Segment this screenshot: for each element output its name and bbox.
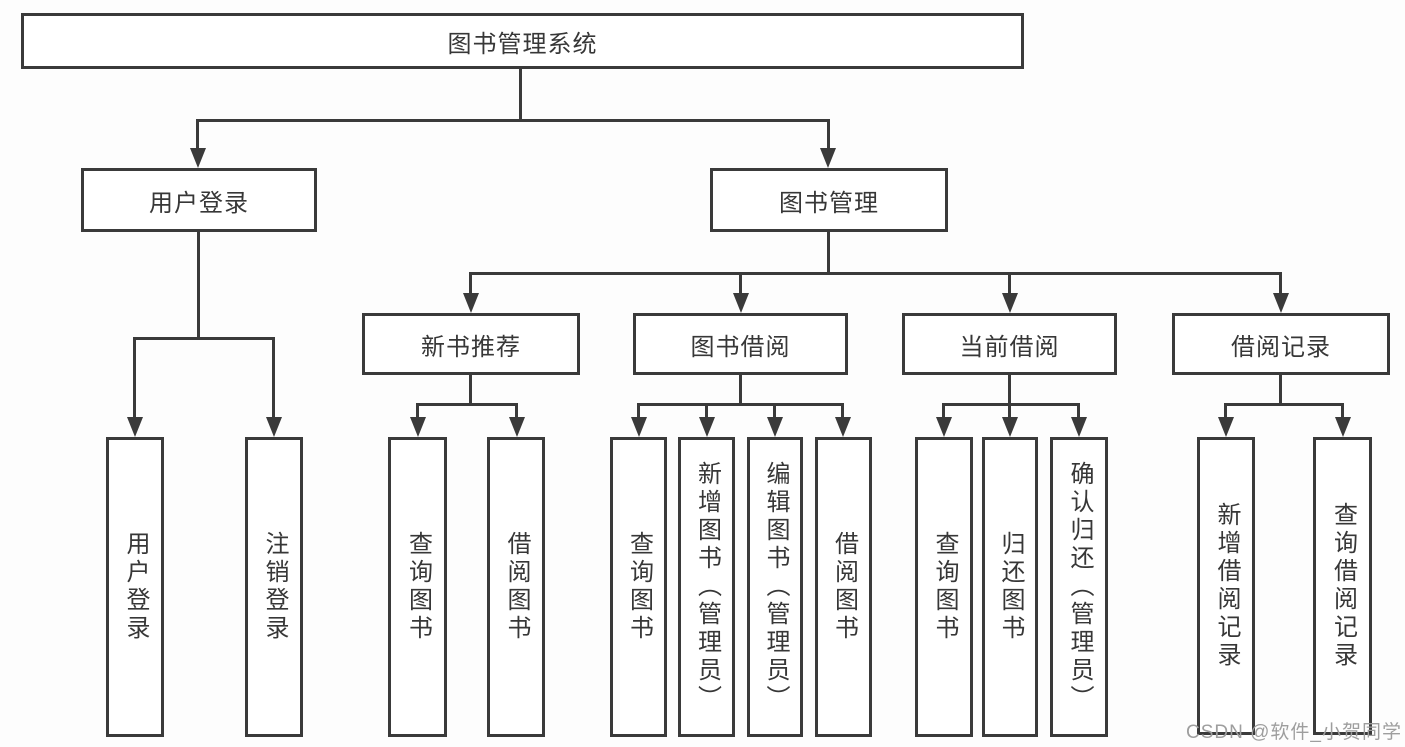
- arrow-to-leaf-logout: [266, 417, 282, 437]
- connector-drop-book-borrow: [739, 272, 742, 295]
- connector-root-crossbar: [197, 119, 830, 122]
- leaf-nbr-borrow-book-label: 借阅图书: [503, 531, 530, 643]
- leaf-nbr-borrow-book: 借阅图书: [487, 437, 545, 737]
- node-book-management-label: 图书管理: [779, 189, 879, 217]
- connector-new-book-recommend-stem: [469, 375, 472, 405]
- connector-new-book-recommend-crossbar: [416, 403, 518, 406]
- arrow-to-bb-query-book: [631, 417, 647, 437]
- leaf-cb-confirm-return-admin: 确认归还（管理员）: [1050, 437, 1108, 737]
- arrow-to-new-book-recommend: [463, 293, 479, 313]
- leaf-cb-return-book-label: 归还图书: [997, 531, 1024, 643]
- node-new-book-recommend-label: 新书推荐: [421, 333, 521, 361]
- leaf-br-add-record: 新增借阅记录: [1197, 437, 1255, 735]
- arrow-to-user-login: [190, 148, 206, 168]
- arrow-to-bb-borrow-book: [835, 417, 851, 437]
- leaf-nbr-query-book: 查询图书: [388, 437, 447, 737]
- node-root-library-management-system: 图书管理系统: [21, 13, 1024, 69]
- arrow-to-book-management: [820, 148, 836, 168]
- node-new-book-recommend: 新书推荐: [362, 313, 580, 375]
- leaf-bb-add-book-admin: 新增图书（管理员）: [678, 437, 735, 737]
- leaf-cb-query-book: 查询图书: [915, 437, 973, 737]
- arrow-to-br-query-record: [1335, 417, 1351, 437]
- connector-book-borrow-crossbar: [637, 403, 844, 406]
- leaf-user-login-label: 用户登录: [122, 531, 149, 643]
- leaf-br-query-record: 查询借阅记录: [1313, 437, 1372, 735]
- leaf-logout: 注销登录: [245, 437, 303, 737]
- leaf-bb-borrow-book-label: 借阅图书: [830, 531, 858, 643]
- node-borrow-records: 借阅记录: [1172, 313, 1390, 375]
- connector-drop-bb-query-book: [637, 403, 640, 419]
- leaf-bb-query-book: 查询图书: [610, 437, 667, 737]
- arrow-to-bb-add-book: [699, 417, 715, 437]
- arrow-to-leaf-user-login: [127, 417, 143, 437]
- connector-drop-bb-add-book: [705, 403, 708, 419]
- connector-book-management-stem: [827, 232, 830, 275]
- arrow-to-current-borrow: [1002, 293, 1018, 313]
- csdn-watermark: CSDN @软件_小贺同学: [1186, 722, 1402, 743]
- connector-drop-leaf-logout: [272, 337, 275, 419]
- connector-drop-bb-edit-book: [773, 403, 776, 419]
- connector-drop-bb-borrow-book: [841, 403, 844, 419]
- connector-current-borrow-crossbar: [942, 403, 1080, 406]
- connector-drop-borrow-records: [1279, 272, 1282, 295]
- leaf-bb-add-book-admin-label: 新增图书（管理员）: [693, 461, 721, 713]
- connector-drop-new-book-recommend: [469, 272, 472, 295]
- arrow-to-nbr-borrow-book: [509, 417, 525, 437]
- leaf-nbr-query-book-label: 查询图书: [404, 531, 432, 643]
- leaf-cb-query-book-label: 查询图书: [931, 531, 958, 643]
- node-user-login-label: 用户登录: [149, 189, 249, 217]
- arrow-to-cb-query-book: [936, 417, 952, 437]
- node-current-borrow: 当前借阅: [902, 313, 1117, 375]
- leaf-br-add-record-label: 新增借阅记录: [1213, 502, 1240, 670]
- connector-user-login-crossbar: [133, 337, 275, 340]
- leaf-user-login: 用户登录: [106, 437, 164, 737]
- connector-user-login-stem: [197, 232, 200, 339]
- arrow-to-cb-return-book: [1002, 417, 1018, 437]
- connector-drop-cb-confirm-return: [1077, 403, 1080, 419]
- connector-root-stem: [519, 69, 522, 121]
- leaf-bb-borrow-book: 借阅图书: [815, 437, 872, 737]
- leaf-bb-edit-book-admin: 编辑图书（管理员）: [747, 437, 803, 737]
- arrow-to-book-borrow: [733, 293, 749, 313]
- node-book-borrow: 图书借阅: [633, 313, 848, 375]
- connector-drop-current-borrow: [1008, 272, 1011, 295]
- arrow-to-nbr-query-book: [410, 417, 426, 437]
- connector-borrow-records-stem: [1279, 375, 1282, 405]
- arrow-to-cb-confirm-return: [1071, 417, 1087, 437]
- connector-drop-nbr-borrow-book: [515, 403, 518, 419]
- leaf-cb-confirm-return-admin-label: 确认归还（管理员）: [1066, 461, 1093, 713]
- connector-drop-book-management: [827, 119, 830, 151]
- node-book-borrow-label: 图书借阅: [690, 333, 791, 361]
- connector-drop-user-login: [196, 119, 199, 151]
- connector-drop-nbr-query-book: [416, 403, 419, 419]
- arrow-to-bb-edit-book: [767, 417, 783, 437]
- arrow-to-borrow-records: [1273, 293, 1289, 313]
- node-book-management: 图书管理: [710, 168, 948, 232]
- connector-book-management-crossbar: [469, 272, 1281, 275]
- leaf-bb-query-book-label: 查询图书: [625, 531, 653, 643]
- node-borrow-records-label: 借阅记录: [1231, 333, 1331, 361]
- node-user-login: 用户登录: [81, 168, 317, 232]
- leaf-bb-edit-book-admin-label: 编辑图书（管理员）: [762, 461, 789, 713]
- connector-borrow-records-crossbar: [1224, 403, 1342, 406]
- connector-current-borrow-stem: [1008, 375, 1011, 405]
- leaf-br-query-record-label: 查询借阅记录: [1329, 502, 1357, 670]
- connector-drop-cb-return-book: [1008, 403, 1011, 419]
- node-current-borrow-label: 当前借阅: [959, 333, 1060, 361]
- connector-drop-br-add-record: [1224, 403, 1227, 419]
- connector-drop-br-query-record: [1341, 403, 1344, 419]
- arrow-to-br-add-record: [1218, 417, 1234, 437]
- node-root-label: 图书管理系统: [447, 30, 598, 58]
- connector-book-borrow-stem: [739, 375, 742, 405]
- leaf-cb-return-book: 归还图书: [982, 437, 1038, 737]
- leaf-logout-label: 注销登录: [261, 531, 288, 643]
- connector-drop-cb-query-book: [942, 403, 945, 419]
- connector-drop-leaf-user-login: [133, 337, 136, 419]
